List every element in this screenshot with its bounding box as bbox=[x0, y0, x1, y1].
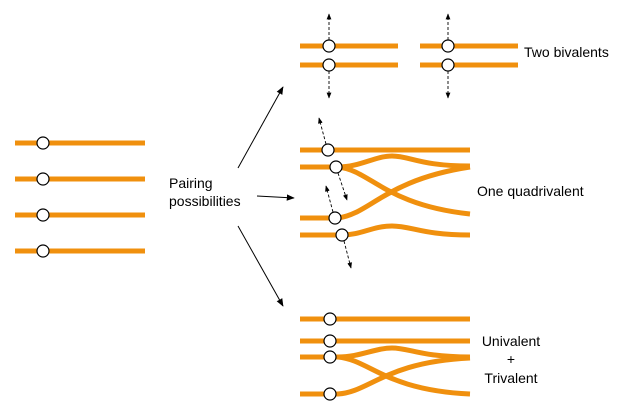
arrow-to-bivalents bbox=[237, 86, 284, 169]
centromere bbox=[322, 58, 336, 72]
centromere bbox=[441, 58, 455, 72]
centromere bbox=[329, 160, 343, 174]
unpaired-chromosomes bbox=[15, 136, 145, 258]
pull-direction-arrow bbox=[325, 185, 334, 213]
centromere bbox=[323, 312, 337, 326]
centromere bbox=[323, 334, 337, 348]
centromere bbox=[36, 208, 50, 222]
one-quadrivalent-label: One quadrivalent bbox=[477, 183, 584, 199]
quadrivalent bbox=[300, 117, 471, 269]
centromere bbox=[335, 228, 349, 242]
centromere bbox=[323, 350, 337, 364]
arrow-to-quadrivalent bbox=[256, 194, 295, 201]
centromere bbox=[321, 143, 335, 157]
univalent-trivalent bbox=[300, 312, 471, 401]
univalent-label: Univalent bbox=[482, 333, 540, 349]
chromosome bbox=[300, 223, 471, 238]
chromosome bbox=[300, 153, 471, 170]
centromere bbox=[328, 211, 342, 225]
centromere bbox=[323, 387, 337, 401]
two-bivalents-label: Two bivalents bbox=[524, 44, 609, 60]
chromosome bbox=[337, 164, 471, 217]
plus-label: + bbox=[507, 351, 515, 367]
centromere bbox=[36, 136, 50, 150]
pull-direction-arrow bbox=[318, 117, 327, 145]
chromosome bbox=[300, 164, 471, 221]
chromosome bbox=[300, 355, 471, 397]
arrow-to-univalent-trivalent bbox=[237, 225, 284, 307]
centromere bbox=[36, 172, 50, 186]
trivalent-label: Trivalent bbox=[484, 370, 537, 386]
pairing-label-line1: Pairing bbox=[169, 175, 213, 191]
pairing-label-line2: possibilities bbox=[169, 193, 241, 209]
two-bivalents bbox=[300, 13, 518, 99]
pull-direction-arrow bbox=[343, 240, 352, 269]
centromere bbox=[36, 244, 50, 258]
pull-direction-arrow bbox=[337, 172, 348, 201]
pairing-arrows bbox=[237, 86, 295, 307]
centromere bbox=[322, 39, 336, 53]
centromere bbox=[441, 39, 455, 53]
chromosome bbox=[300, 345, 471, 360]
